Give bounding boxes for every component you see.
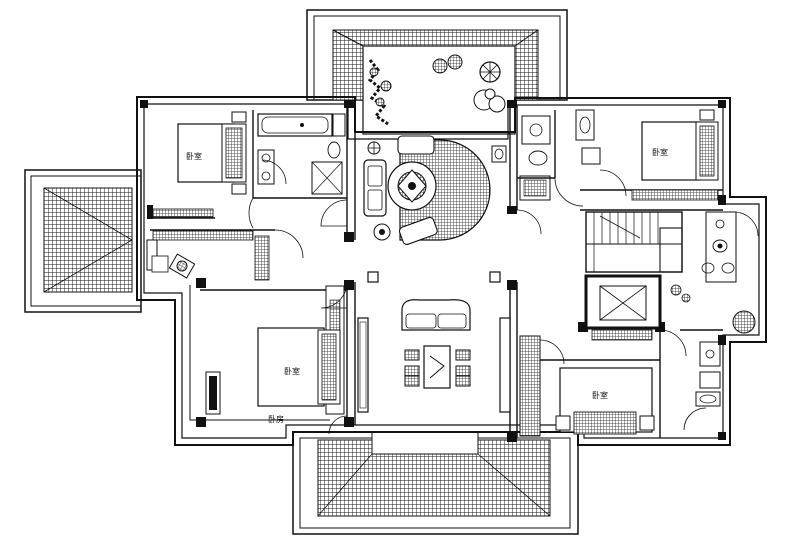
doors-ne [516, 169, 627, 235]
bedroom-se-label: 卧室 [592, 390, 608, 400]
doors-se [539, 329, 707, 431]
doors-sw [320, 281, 348, 435]
bedroom-se: 卧室 [555, 367, 655, 435]
stair [585, 211, 683, 273]
south-terrace [292, 431, 579, 535]
bathroom-se [695, 341, 721, 407]
bedroom-sw-small-text: 卧房 [268, 414, 284, 424]
east-service [670, 211, 759, 334]
terrace-plants [367, 54, 506, 126]
bedroom-ne: 卧室 [631, 109, 719, 201]
wardrobe-nw [146, 208, 270, 281]
bathroom-ne [519, 109, 601, 201]
lounge-furniture [363, 135, 507, 245]
west-terrace [24, 169, 142, 313]
bedroom-sw-label: 卧室 [284, 366, 300, 376]
bedroom-ne-label: 卧室 [652, 147, 668, 157]
wall-columns [140, 100, 726, 442]
doors-nw [248, 159, 348, 259]
bedroom-nw: 卧室 [177, 111, 247, 195]
bedroom-sw: 卧室 卧房 [205, 327, 341, 424]
bedroom-nw-label: 卧室 [186, 151, 202, 161]
elevator [584, 274, 662, 341]
dining-area [367, 271, 501, 389]
bathroom-nw [257, 113, 346, 195]
